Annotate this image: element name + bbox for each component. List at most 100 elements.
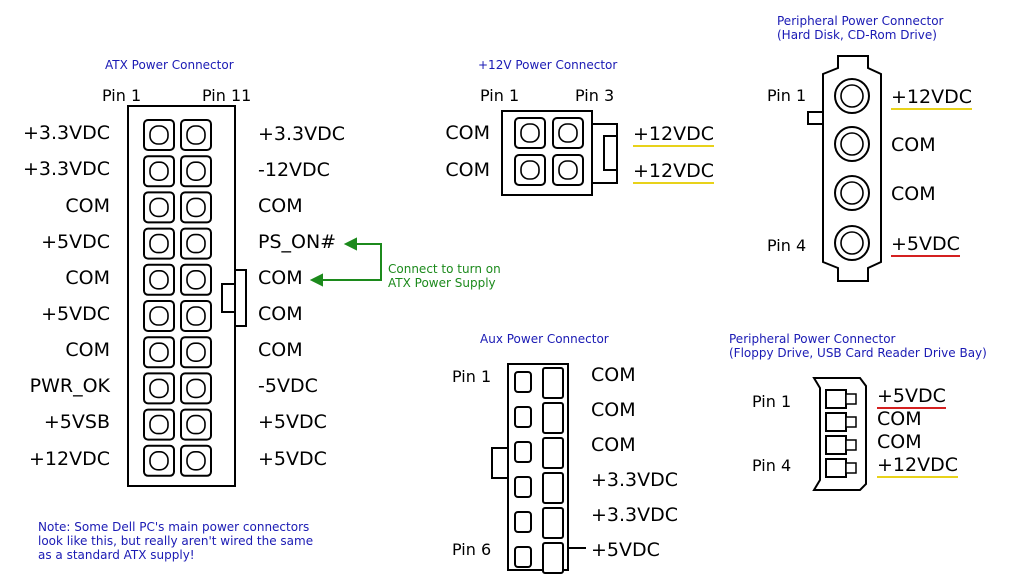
aux-pin1-label: Pin 1 [452,367,492,386]
atx-left-label-1: +3.3VDC [22,122,110,144]
atx-left-label-3: COM [65,195,110,217]
p12v-title: +12V Power Connector [478,58,618,72]
atx-right-label-16: COM [258,303,303,325]
periph-pin-inner [840,84,864,108]
atx-pin-contact [186,269,206,290]
dell-note-line2: look like this, but really aren't wired … [38,534,314,548]
aux-pin6-label: Pin 6 [452,540,492,559]
floppy-pin-tab [845,416,857,428]
periph-pin-inner [840,181,864,205]
connect-note: Connect to turn on ATX Power Supply [388,262,501,290]
atx-pin-contact [149,378,169,399]
aux-pin-left [514,441,532,463]
floppy-pin4-label: Pin 4 [752,456,792,475]
periph-label-3: COM [891,183,936,205]
dell-note-line1: Note: Some Dell PC's main power connecto… [38,520,310,534]
atx-pin-contact [149,161,169,181]
aux-label-3: COM [591,434,636,456]
atx-left-label-8: PWR_OK [29,375,110,397]
aux-connector-body [491,363,586,571]
atx-pin-contact [186,197,206,218]
aux-pin-right [542,472,564,504]
p12v-left-label-1: COM [445,122,490,144]
periph-title-line1: Peripheral Power Connector [777,14,944,28]
aux-label-4: +3.3VDC [591,469,679,491]
floppy-pin1-label: Pin 1 [752,392,792,411]
atx-pin-contact [149,306,169,326]
floppy-pin-tab [845,462,857,474]
atx-pin-contact [186,450,206,471]
dell-note-line3: as a standard ATX supply! [38,548,195,562]
arrow-head-ps-on [343,237,357,251]
aux-pin-column [514,367,564,574]
periph-pin-inner [840,132,864,156]
atx-pin-contact [186,306,206,326]
aux-pin-left [514,476,532,498]
atx-left-label-9: +5VSB [43,411,110,433]
atx-pin-grid [143,119,212,477]
floppy-pin-socket [825,389,847,409]
floppy-label-3: COM [877,431,922,453]
atx-right-label-11: +3.3VDC [258,123,346,145]
atx-pin-contact [186,125,206,145]
aux-pin-left [514,511,532,533]
dell-note: Note: Some Dell PC's main power connecto… [38,520,313,562]
p12v-right-label-1: +12VDC [633,123,714,147]
periph-pin-column [834,78,870,261]
connect-note-line1: Connect to turn on [388,262,501,276]
atx-left-label-7: COM [65,339,110,361]
aux-pin-right [542,507,564,539]
arrow-head-com [309,273,323,287]
atx-pin-contact [186,161,206,181]
atx-left-label-5: COM [65,267,110,289]
floppy-pin-column [825,389,857,478]
atx-left-label-4: +5VDC [41,231,110,253]
aux-pin-left [514,406,532,428]
atx-pin-contact [186,414,206,435]
connect-arrows [309,237,382,287]
p12v-pin-contact [558,123,578,143]
atx-right-label-12: -12VDC [258,159,330,181]
atx-right-label-20: +5VDC [258,448,327,470]
atx-pin-contact [149,414,169,435]
periph-label-1: +12VDC [891,86,972,110]
floppy-pin-tab [845,439,857,451]
aux-pin-left [514,546,532,568]
floppy-title-line2: (Floppy Drive, USB Card Reader Drive Bay… [729,346,987,360]
atx-right-label-19: +5VDC [258,411,327,433]
floppy-title-line1: Peripheral Power Connector [729,332,896,346]
aux-label-6: +5VDC [591,539,660,561]
atx-pin-contact [149,450,169,471]
aux-pin-right [542,542,564,574]
atx-pin-contact [149,342,169,363]
atx-pin-contact [186,342,206,363]
p12v-pin-grid [514,117,584,186]
atx-pin-contact [149,269,169,290]
periph-label-2: COM [891,134,936,156]
p12v-pin3-label: Pin 3 [575,86,615,105]
atx-right-label-14: PS_ON# [258,231,337,253]
atx-pin-contact [149,233,169,254]
floppy-pin-socket [825,412,847,432]
p12v-right-label-2: +12VDC [633,160,714,184]
p12v-pin1-label: Pin 1 [480,86,520,105]
aux-title: Aux Power Connector [480,332,609,346]
floppy-label-2: COM [877,408,922,430]
floppy-label-4: +12VDC [877,454,958,478]
periph-label-4: +5VDC [891,233,960,257]
atx-right-label-15: COM [258,267,303,289]
atx-left-label-2: +3.3VDC [22,158,110,180]
aux-pin-right [542,402,564,434]
atx-left-label-10: +12VDC [29,448,110,470]
aux-label-5: +3.3VDC [591,504,679,526]
aux-pin-right [542,437,564,469]
floppy-title: Peripheral Power Connector (Floppy Drive… [729,332,987,360]
aux-pin-left [514,371,532,393]
atx-pin-contact [186,233,206,254]
floppy-pin-socket [825,458,847,478]
atx-pin1-label: Pin 1 [102,86,142,105]
floppy-pin-socket [825,435,847,455]
p12v-left-label-2: COM [445,159,490,181]
atx-pin-contact [149,125,169,145]
